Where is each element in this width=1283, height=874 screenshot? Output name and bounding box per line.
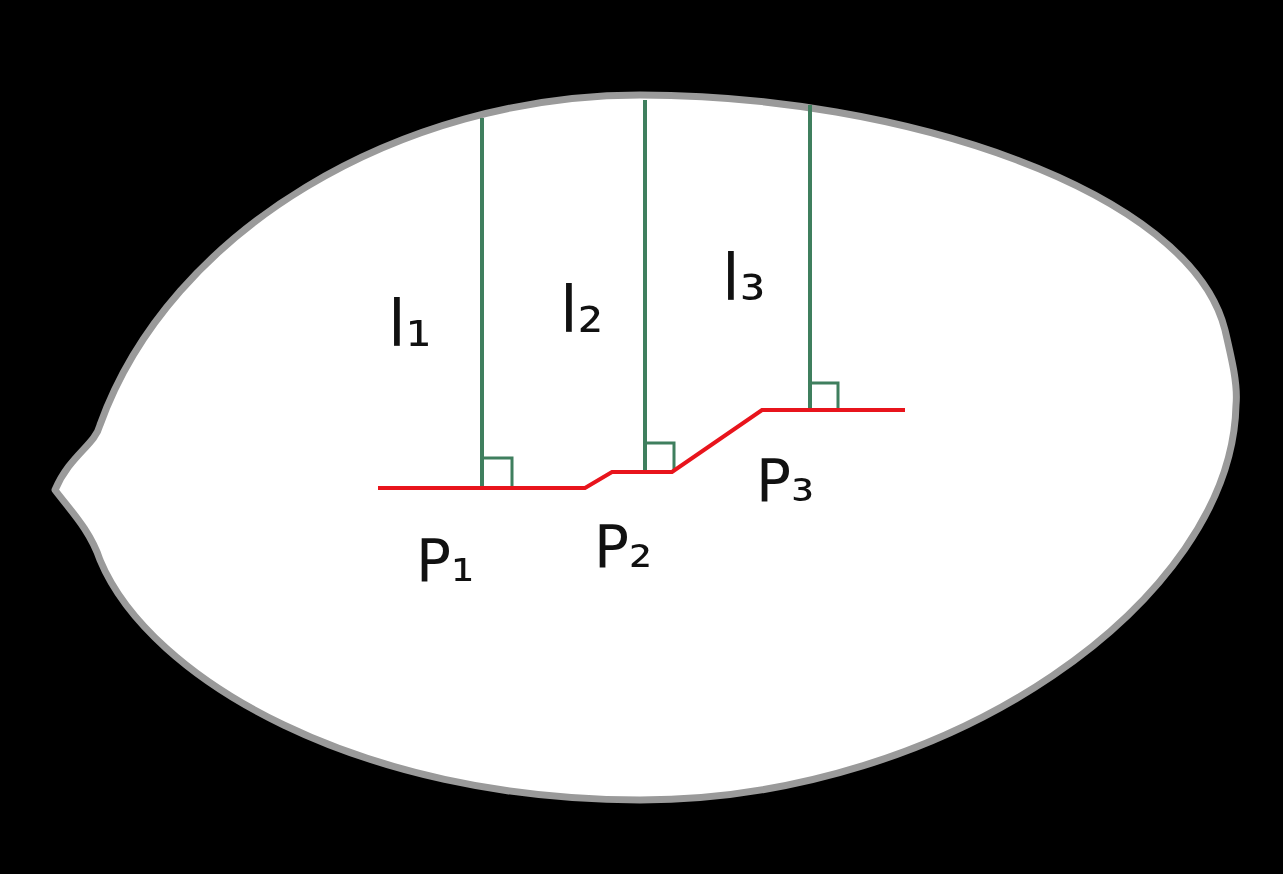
point-label: P₁ <box>416 532 474 590</box>
point-label: P₂ <box>594 518 652 576</box>
right-angle-mark <box>647 443 674 470</box>
base-polyline <box>378 410 905 488</box>
length-label: l₁ <box>388 292 431 356</box>
right-angle-mark <box>812 383 838 409</box>
length-label: l₃ <box>722 246 765 310</box>
length-line <box>480 118 484 486</box>
length-line <box>643 100 647 470</box>
perpendicular-lines <box>482 100 838 486</box>
right-angle-mark <box>484 458 512 486</box>
length-label: l₂ <box>560 278 603 342</box>
point-label: P₃ <box>756 452 814 510</box>
length-line <box>808 105 812 409</box>
grain-outline <box>55 95 1236 800</box>
